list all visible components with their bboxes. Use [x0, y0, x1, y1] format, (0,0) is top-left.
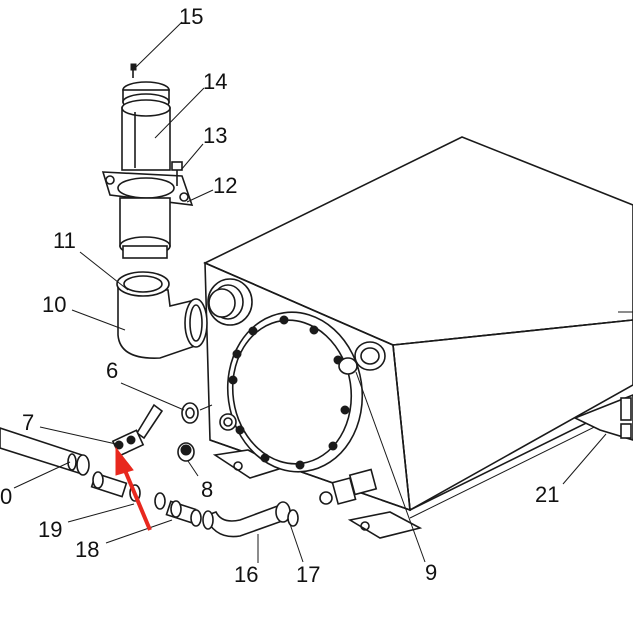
callout-16: 16: [234, 562, 258, 587]
foot-right: [347, 511, 423, 539]
callout-18: 18: [75, 537, 99, 562]
washer-part-6: [181, 402, 213, 424]
callout-21: 21: [535, 482, 559, 507]
callout-10: 10: [42, 292, 66, 317]
tank-outlet-fitting: [319, 468, 378, 505]
clamp-part-11: [116, 271, 170, 297]
callout-labels: 15 14 13 12 11 10 6 7 0 8 19 18 16 17 9 …: [0, 4, 559, 587]
tank-inlet-boss: [207, 278, 253, 326]
fitting-part-18: [165, 500, 202, 527]
callout-11: 11: [53, 228, 76, 253]
callout-15: 15: [179, 4, 203, 29]
highlight-arrow: [115, 446, 152, 531]
callout-12: 12: [213, 173, 237, 198]
leader-lines: [13, 21, 633, 563]
filler-flange-part-12: [101, 171, 194, 259]
plug-part-8: [177, 442, 195, 462]
sight-glass-part-9: [338, 341, 386, 375]
tank-drain-fitting: [219, 413, 237, 431]
callout-0: 0: [0, 484, 12, 509]
filler-neck-part-14: [121, 99, 171, 171]
callout-7: 7: [22, 410, 34, 435]
foot-rear: [573, 394, 633, 441]
elbow-part-10: [117, 287, 208, 359]
callout-8: 8: [201, 477, 213, 502]
valve-part-7: [111, 403, 164, 457]
callout-14: 14: [203, 69, 227, 94]
callout-17: 17: [296, 562, 320, 587]
hose-clamp-part-17: [275, 501, 299, 527]
callout-19: 19: [38, 517, 62, 542]
callout-6: 6: [106, 358, 118, 383]
callout-13: 13: [203, 123, 227, 148]
callout-9: 9: [425, 560, 437, 585]
screw-part-13: [171, 161, 183, 186]
hose-part-16: [202, 502, 286, 538]
pipe-part-0: [0, 427, 90, 476]
